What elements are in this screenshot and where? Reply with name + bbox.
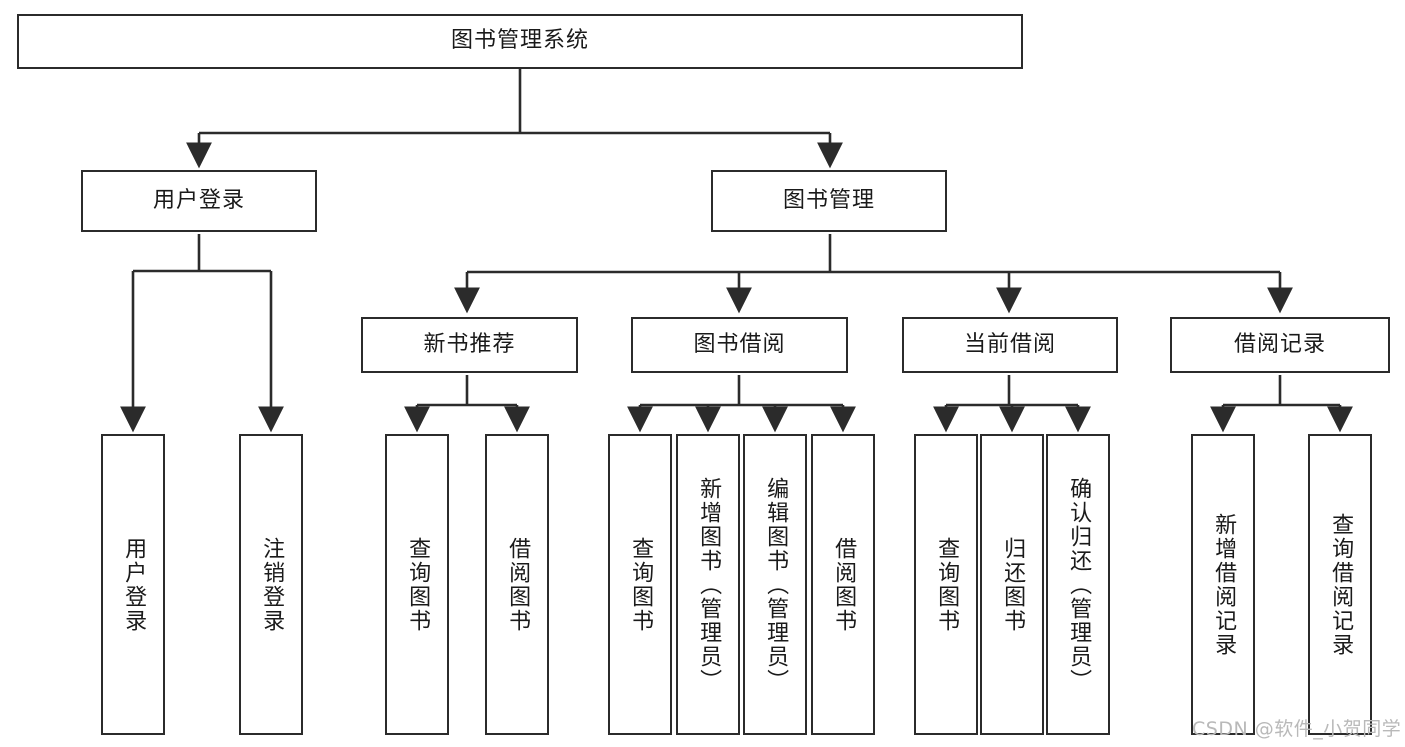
node-leaf-edit-book-label: 编辑图书（管理员） [763,476,789,693]
node-leaf-query-record[interactable]: 查询借阅记录 [1308,434,1372,735]
node-new-book-recommend[interactable]: 新书推荐 [361,317,578,373]
node-leaf-query-record-label: 查询借阅记录 [1328,512,1354,657]
node-leaf-user-login-label: 用户登录 [121,536,147,633]
node-leaf-query-book-2[interactable]: 查询图书 [608,434,672,735]
node-leaf-borrow-book-1[interactable]: 借阅图书 [485,434,549,735]
node-book-manage[interactable]: 图书管理 [711,170,947,232]
node-leaf-logout-login[interactable]: 注销登录 [239,434,303,735]
node-book-borrow-label: 图书借阅 [693,331,786,357]
node-root[interactable]: 图书管理系统 [17,14,1023,69]
node-current-borrow-label: 当前借阅 [963,331,1056,357]
node-leaf-confirm-return[interactable]: 确认归还（管理员） [1046,434,1110,735]
node-user-login[interactable]: 用户登录 [81,170,317,232]
node-borrow-record-label: 借阅记录 [1233,331,1326,357]
node-new-book-recommend-label: 新书推荐 [423,331,516,357]
node-leaf-query-book-1[interactable]: 查询图书 [385,434,449,735]
node-leaf-edit-book[interactable]: 编辑图书（管理员） [743,434,807,735]
node-leaf-query-book-1-label: 查询图书 [405,536,431,633]
node-leaf-query-book-2-label: 查询图书 [628,536,654,633]
node-leaf-confirm-return-label: 确认归还（管理员） [1066,476,1092,693]
node-user-login-label: 用户登录 [152,187,245,213]
node-leaf-query-book-3-label: 查询图书 [934,536,960,633]
node-book-manage-label: 图书管理 [782,187,875,213]
node-leaf-return-book-label: 归还图书 [1000,536,1026,633]
node-book-borrow[interactable]: 图书借阅 [631,317,848,373]
node-root-label: 图书管理系统 [450,28,589,54]
node-leaf-user-login[interactable]: 用户登录 [101,434,165,735]
node-leaf-borrow-book-1-label: 借阅图书 [505,536,531,633]
node-leaf-return-book[interactable]: 归还图书 [980,434,1044,735]
node-leaf-add-book[interactable]: 新增图书（管理员） [676,434,740,735]
node-current-borrow[interactable]: 当前借阅 [902,317,1118,373]
node-leaf-add-record[interactable]: 新增借阅记录 [1191,434,1255,735]
node-leaf-query-book-3[interactable]: 查询图书 [914,434,978,735]
node-leaf-logout-login-label: 注销登录 [259,536,285,633]
node-leaf-add-record-label: 新增借阅记录 [1211,512,1237,657]
node-leaf-borrow-book-2[interactable]: 借阅图书 [811,434,875,735]
node-leaf-add-book-label: 新增图书（管理员） [696,476,722,693]
node-leaf-borrow-book-2-label: 借阅图书 [831,536,857,633]
node-borrow-record[interactable]: 借阅记录 [1170,317,1390,373]
